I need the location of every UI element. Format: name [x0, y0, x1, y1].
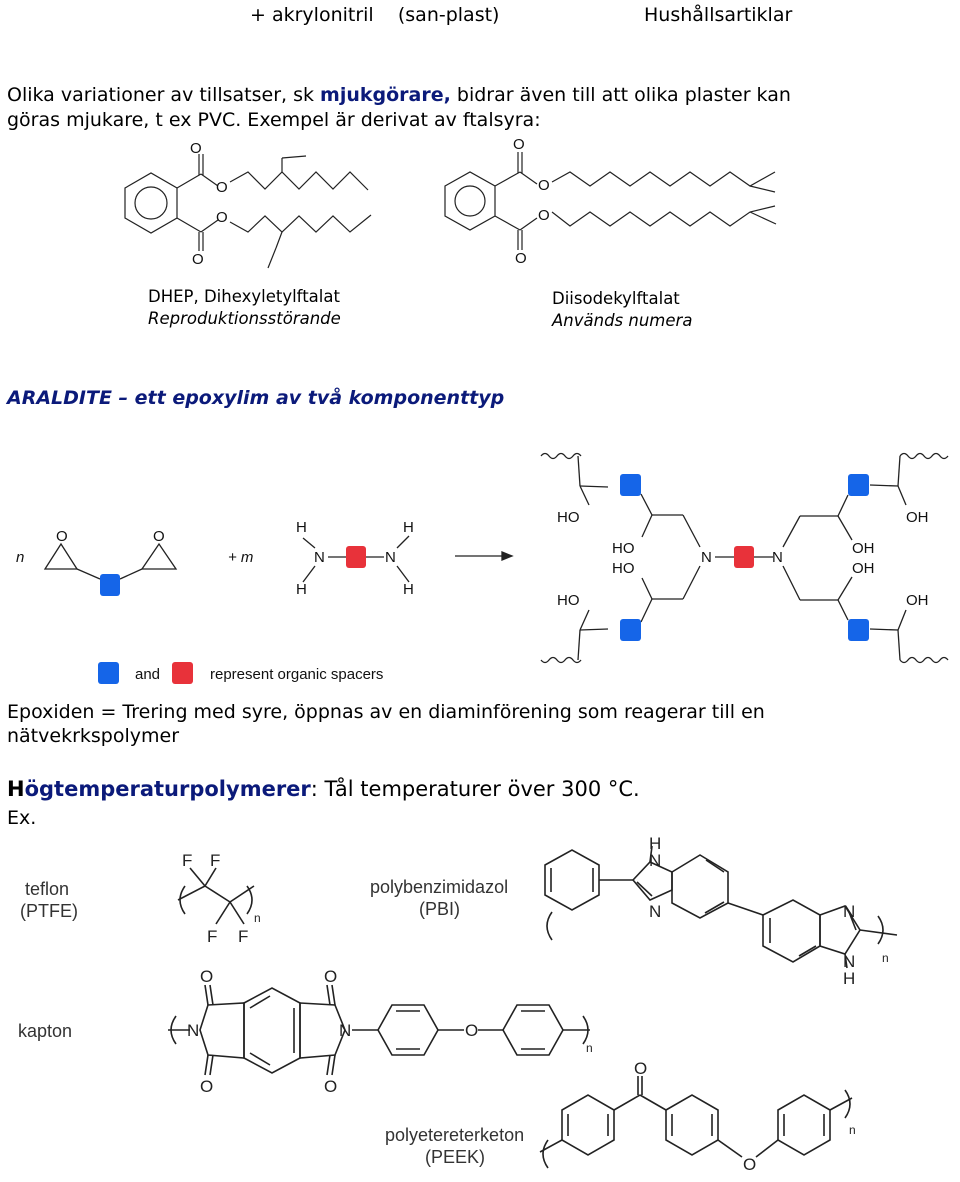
teflon-label: teflon: [25, 879, 69, 899]
pbi-abbr: (PBI): [419, 899, 460, 919]
araldite-heading: ARALDITE – ett epoxylim av två komponent…: [7, 387, 505, 409]
atom-o: O: [216, 179, 228, 196]
atom-f: F: [182, 851, 192, 870]
atom-o: O: [538, 207, 550, 224]
atom-o: O: [153, 528, 165, 545]
atom-h: H: [649, 834, 661, 853]
coefficient-n: n: [16, 549, 24, 566]
atom-h: H: [296, 581, 307, 598]
red-spacer: [346, 546, 366, 568]
atom-n: N: [649, 902, 661, 921]
coefficient-m: + m: [228, 549, 253, 566]
atom-o: O: [743, 1155, 756, 1174]
atom-n: N: [385, 549, 396, 566]
atom-n: N: [701, 549, 712, 566]
atom-n: N: [843, 902, 855, 921]
paragraph-epoxide-line1: Epoxiden = Trering med syre, öppnas av e…: [7, 701, 765, 723]
paragraph-epoxide-line2: nätvekrkspolymer: [7, 725, 180, 747]
legend-text: represent organic spacers: [210, 666, 383, 683]
label-ho: HO: [612, 540, 635, 557]
hightemp-after: : Tål temperaturer över 300 °C.: [310, 777, 640, 801]
top-right-text: Hushållsartiklar: [644, 4, 793, 26]
blue-spacer: [848, 474, 869, 496]
phthalate-structures: O O O O O O O O: [124, 136, 777, 269]
hightemp-first: H: [7, 777, 25, 801]
epoxy-reaction-scheme: n O O + m H H H H N N N N HO HO HO HO OH…: [16, 452, 949, 684]
atom-h: H: [403, 581, 414, 598]
atom-o: O: [192, 251, 204, 268]
peek-label: polyetereterketon: [385, 1125, 524, 1145]
atom-o: O: [200, 1077, 213, 1096]
atom-o: O: [513, 136, 525, 153]
subscript-n: n: [882, 951, 889, 965]
atom-o: O: [634, 1059, 647, 1078]
pbi-label: polybenzimidazol: [370, 877, 508, 897]
atom-h: H: [843, 969, 855, 988]
polymer-structures: F F F F n H N N N N H n N N O O O O O n …: [18, 834, 898, 1174]
atom-o: O: [190, 140, 202, 157]
blue-spacer: [100, 574, 120, 596]
didp-note: Används numera: [552, 311, 693, 330]
blue-spacer: [98, 662, 119, 684]
atom-n: N: [843, 952, 855, 971]
atom-n: N: [772, 549, 783, 566]
didp-name: Diisodekylftalat: [552, 289, 680, 308]
top-left-text: + akrylonitril (san-plast): [250, 4, 500, 26]
atom-f: F: [238, 927, 248, 946]
atom-n: N: [314, 549, 325, 566]
red-spacer: [172, 662, 193, 684]
atom-o: O: [538, 177, 550, 194]
atom-f: F: [210, 851, 220, 870]
blue-spacer: [620, 474, 641, 496]
label-ho: HO: [612, 560, 635, 577]
hightemp-heading: Högtemperaturpolymerer: Tål temperaturer…: [7, 777, 640, 801]
atom-o: O: [216, 209, 228, 226]
dhep-name: DHEP, Dihexyletylftalat: [148, 287, 340, 306]
subscript-n: n: [586, 1041, 593, 1055]
atom-f: F: [207, 927, 217, 946]
atom-o: O: [324, 967, 337, 986]
label-oh: OH: [906, 509, 929, 526]
hightemp-bold: ögtemperaturpolymerer: [24, 777, 311, 801]
para1-bold: mjukgörare,: [320, 84, 451, 106]
para1-after: bidrar även till att olika plaster kan: [450, 84, 791, 106]
atom-h: H: [296, 519, 307, 536]
label-ho: HO: [557, 592, 580, 609]
atom-n: N: [187, 1021, 199, 1040]
atom-o: O: [465, 1021, 478, 1040]
label-ho: HO: [557, 509, 580, 526]
dhep-note: Reproduktionsstörande: [148, 309, 341, 328]
atom-o: O: [200, 967, 213, 986]
atom-n: N: [339, 1021, 351, 1040]
teflon-abbr: (PTFE): [20, 901, 78, 921]
paragraph-plasticizers-line2: göras mjukare, t ex PVC. Exempel är deri…: [7, 109, 541, 131]
label-oh: OH: [852, 560, 875, 577]
atom-n: N: [649, 851, 661, 870]
label-oh: OH: [906, 592, 929, 609]
subscript-n: n: [849, 1123, 856, 1137]
blue-spacer: [620, 619, 641, 641]
kapton-label: kapton: [18, 1021, 72, 1041]
atom-o: O: [515, 250, 527, 267]
para1-before: Olika variationer av tillsatser, sk: [7, 84, 321, 106]
red-spacer: [734, 546, 754, 568]
legend-and: and: [135, 666, 160, 683]
blue-spacer: [848, 619, 869, 641]
atom-o: O: [324, 1077, 337, 1096]
atom-h: H: [403, 519, 414, 536]
label-oh: OH: [852, 540, 875, 557]
paragraph-plasticizers: Olika variationer av tillsatser, sk mjuk…: [7, 84, 791, 106]
peek-abbr: (PEEK): [425, 1147, 485, 1167]
atom-o: O: [56, 528, 68, 545]
subscript-n: n: [254, 911, 261, 925]
hightemp-ex: Ex.: [7, 807, 37, 829]
